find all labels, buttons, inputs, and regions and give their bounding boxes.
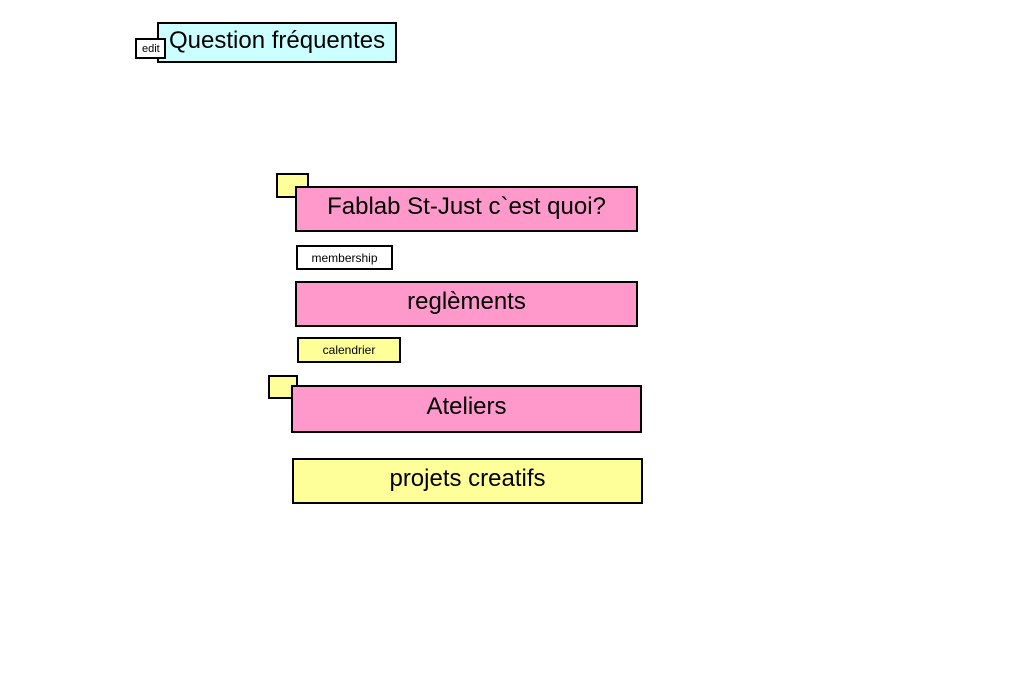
card-reglements[interactable]: reglèments bbox=[295, 281, 638, 327]
card-fablab-question[interactable]: Fablab St-Just c`est quoi? bbox=[295, 186, 638, 232]
card-tab-handle[interactable] bbox=[276, 173, 309, 198]
card-projets-creatifs[interactable]: projets creatifs bbox=[292, 458, 643, 504]
page-title[interactable]: Question fréquentes bbox=[157, 22, 397, 63]
card-ateliers[interactable]: Ateliers bbox=[291, 385, 642, 433]
card-membership[interactable]: membership bbox=[296, 245, 393, 270]
edit-button[interactable]: edit bbox=[135, 38, 166, 59]
card-calendrier[interactable]: calendrier bbox=[297, 337, 401, 363]
